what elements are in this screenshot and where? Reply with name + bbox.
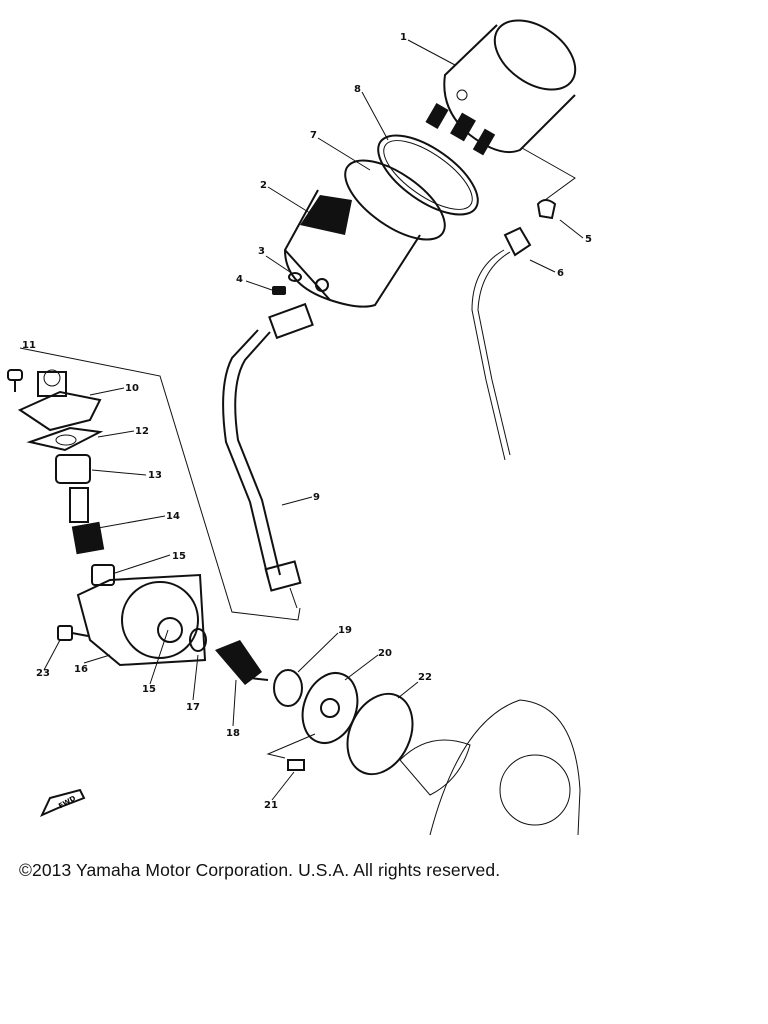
callout-1: 1 <box>400 32 407 43</box>
copyright-notice: ©2013 Yamaha Motor Corporation. U.S.A. A… <box>19 860 501 880</box>
part-11-screw <box>7 369 23 392</box>
assembly-guide-lines <box>19 147 576 759</box>
callout-8: 8 <box>354 84 361 95</box>
callout-7: 7 <box>310 130 317 141</box>
part-21-screw <box>287 759 305 771</box>
part-14-shaft <box>69 487 105 555</box>
part-2-case <box>283 189 421 308</box>
callout-18: 18 <box>226 728 240 739</box>
fwd-label: FWD <box>57 794 77 810</box>
part-20-plate <box>301 672 359 744</box>
callout-numbers: 1 8 7 2 3 4 5 6 9 11 10 12 13 14 15 15 1… <box>22 32 592 811</box>
callout-5: 5 <box>585 234 592 245</box>
callout-19: 19 <box>338 625 352 636</box>
callout-15-bottom: 15 <box>142 684 156 695</box>
callout-12: 12 <box>135 426 149 437</box>
callout-15-top: 15 <box>172 551 186 562</box>
part-19-bush <box>273 669 303 707</box>
leader-lines <box>43 39 584 801</box>
callout-4: 4 <box>236 274 243 285</box>
callout-16: 16 <box>74 664 88 675</box>
part-3-washer <box>288 272 302 282</box>
part-12-gasket <box>26 426 104 452</box>
part-9-meter-cable <box>222 302 314 609</box>
callout-3: 3 <box>258 246 265 257</box>
part-5-bulb <box>536 199 557 220</box>
part-8-gasket <box>377 134 479 216</box>
callout-14: 14 <box>166 511 180 522</box>
part-17-washer <box>189 628 207 652</box>
callout-22: 22 <box>418 672 432 683</box>
part-22-o-ring <box>346 692 414 776</box>
callout-20: 20 <box>378 648 392 659</box>
callout-6: 6 <box>557 268 564 279</box>
part-4-screw <box>272 286 286 295</box>
part-23-bolt <box>57 625 89 641</box>
part-10-fitting <box>17 369 102 432</box>
callout-2: 2 <box>260 180 267 191</box>
part-18-drive-gear <box>215 640 269 685</box>
part-6-socket-cord <box>471 226 532 461</box>
callout-17: 17 <box>186 702 200 713</box>
part-16-gear-housing <box>76 573 207 667</box>
callout-11: 11 <box>22 340 36 351</box>
forward-arrow-icon: FWD <box>39 788 86 817</box>
callout-23: 23 <box>36 668 50 679</box>
callout-13: 13 <box>148 470 162 481</box>
wheel-hub <box>399 699 581 836</box>
part-1-meter-body <box>425 19 577 156</box>
callout-10: 10 <box>125 383 139 394</box>
part-13-bushing <box>55 454 91 484</box>
exploded-parts-diagram: FWD 1 8 7 2 3 4 5 6 9 11 <box>7 19 592 836</box>
part-15-collar <box>91 564 115 586</box>
callout-9: 9 <box>313 492 320 503</box>
callout-21: 21 <box>264 800 278 811</box>
part-7-ring <box>344 159 446 241</box>
